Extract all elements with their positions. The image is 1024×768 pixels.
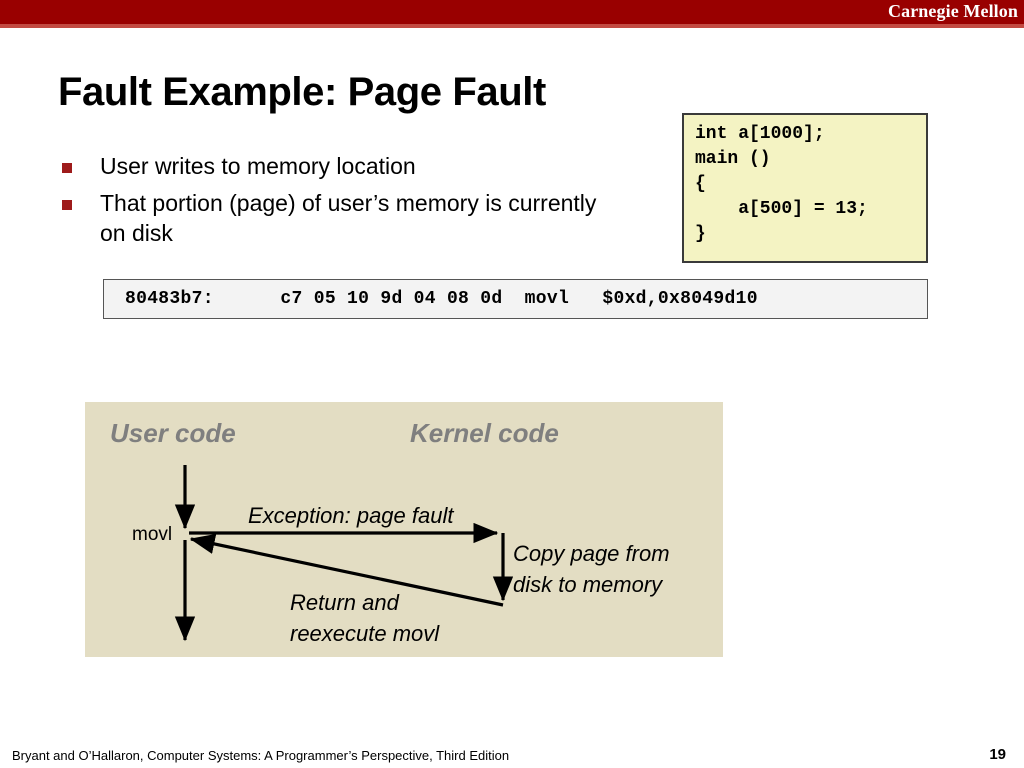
return-arrow <box>189 533 504 607</box>
footer-page-number: 19 <box>989 746 1006 763</box>
diagram-instruction-label: movl <box>132 524 172 545</box>
list-item-label: That portion (page) of user’s memory is … <box>100 189 597 246</box>
bullet-list: User writes to memory location That port… <box>58 152 618 256</box>
footer-citation: Bryant and O’Hallaron, Computer Systems:… <box>12 748 510 763</box>
diagram-canvas: User code Kernel code movl Exception: pa… <box>110 418 670 646</box>
brand-label: Carnegie Mellon <box>888 1 1018 21</box>
diagram-column-user-label: User code <box>110 418 236 448</box>
diagram-copy-label-line2: disk to memory <box>513 572 664 597</box>
diagram-column-kernel-label: Kernel code <box>410 418 559 448</box>
page-title: Fault Example: Page Fault <box>58 70 546 114</box>
list-item: User writes to memory location <box>58 152 618 182</box>
control-flow-diagram: User code Kernel code movl Exception: pa… <box>85 402 723 657</box>
bullet-square-icon <box>62 199 72 210</box>
diagram-copy-label-line1: Copy page from <box>513 541 670 566</box>
header-bar <box>0 0 1024 24</box>
list-item-label: User writes to memory location <box>100 153 416 179</box>
header-accent-stripe <box>0 24 1024 28</box>
diagram-exception-label: Exception: page fault <box>248 503 454 528</box>
diagram-return-label-line1: Return and <box>290 590 400 615</box>
c-source-code-box: int a[1000]; main () { a[500] = 13; } <box>682 113 928 263</box>
diagram-return-label-line2: reexecute movl <box>290 621 440 646</box>
bullet-square-icon <box>62 163 72 173</box>
assembly-instruction-box: 80483b7: c7 05 10 9d 04 08 0d movl $0xd,… <box>103 279 928 319</box>
list-item: That portion (page) of user’s memory is … <box>58 189 618 249</box>
